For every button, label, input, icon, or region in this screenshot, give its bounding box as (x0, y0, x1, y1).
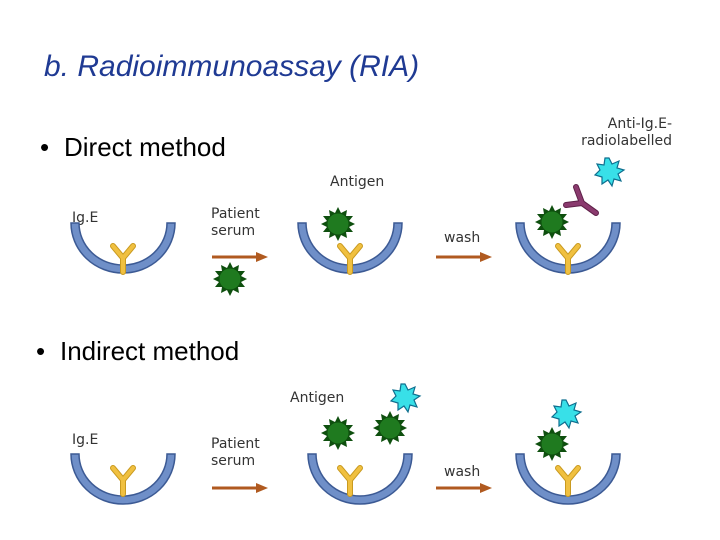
indirect-antigen-label: Antigen (290, 390, 345, 406)
indirect-arrow-2 (434, 481, 494, 495)
patient-serum-line1: Patient (211, 436, 260, 452)
indirect-method-label: Indirect method (60, 336, 240, 366)
direct-anti-ige (566, 187, 596, 213)
indirect-arrow-1 (210, 481, 270, 495)
anti-ige-radiolabelled-label: Anti-Ig.E- radiolabelled (560, 116, 672, 150)
direct-ige-label: Ig.E (72, 210, 99, 226)
indirect-wash-label: wash (444, 464, 481, 480)
bullet-direct-method: • Direct method (40, 132, 226, 163)
indirect-radiolabel-3 (551, 399, 582, 429)
direct-arrow-1 (210, 250, 270, 264)
indirect-patient-serum-label: Patient serum (211, 436, 260, 470)
direct-bound-antigen-3 (534, 204, 570, 240)
patient-serum-line1: Patient (211, 206, 260, 222)
direct-wash-label: wash (444, 230, 481, 246)
patient-serum-line2: serum (211, 453, 256, 469)
direct-method-label: Direct method (64, 132, 226, 162)
indirect-radiolabel-2 (390, 383, 421, 413)
anti-ige-line2: radiolabelled (581, 133, 672, 149)
indirect-antigen-2b (372, 410, 408, 446)
direct-patient-serum-label: Patient serum (211, 206, 260, 240)
indirect-antibody-3 (558, 468, 578, 494)
direct-antigen-label: Antigen (330, 174, 385, 190)
direct-radiolabel (594, 157, 625, 187)
bullet-indirect-method: • Indirect method (36, 336, 239, 367)
indirect-antibody-2 (340, 468, 360, 494)
indirect-antigen-2a (320, 415, 356, 451)
patient-serum-line2: serum (211, 223, 256, 239)
slide-title: b. Radioimmunoassay (RIA) (44, 50, 420, 83)
indirect-antibody-1 (113, 468, 133, 494)
anti-ige-line1: Anti-Ig.E- (607, 116, 672, 132)
direct-arrow-2 (434, 250, 494, 264)
indirect-ige-label: Ig.E (72, 432, 99, 448)
bullet-dot: • (36, 336, 46, 366)
indirect-antigen-3 (534, 426, 570, 462)
direct-free-antigen (212, 261, 248, 297)
direct-bound-antigen-2 (320, 206, 356, 242)
indirect-well-2 (307, 453, 413, 505)
bullet-dot: • (40, 132, 50, 162)
